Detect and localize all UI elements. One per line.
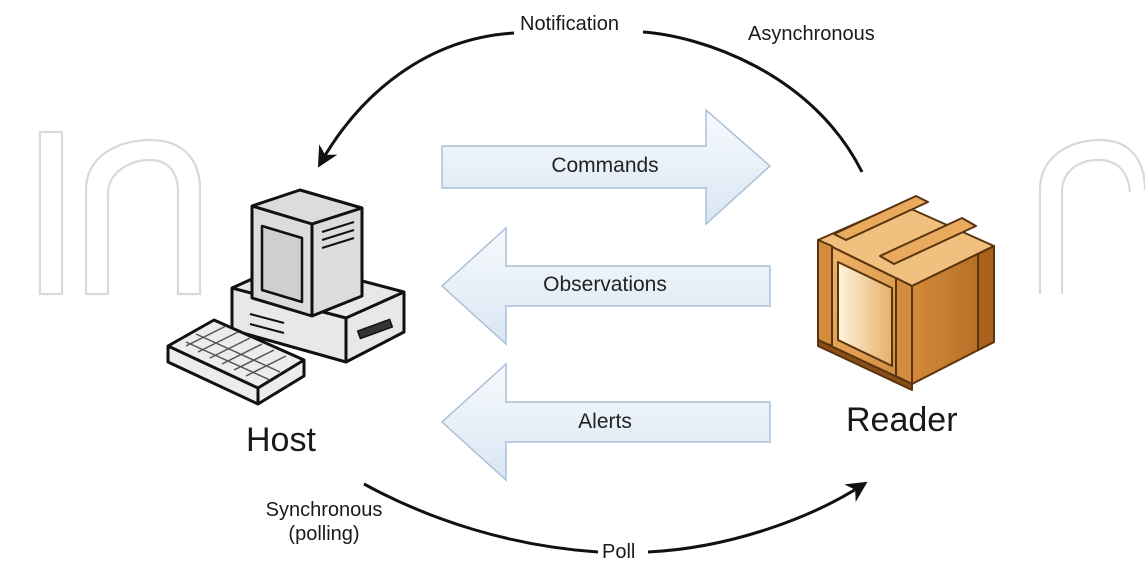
- synchronous-polling-label: Synchronous (polling): [265, 499, 383, 545]
- poll-curve-right: [647, 481, 868, 554]
- notification-curve-left: [317, 31, 515, 168]
- observations-label: Observations: [543, 273, 667, 296]
- notification-curve: [642, 30, 864, 173]
- desktop-computer-icon: [166, 188, 406, 406]
- observations-arrow: [440, 226, 771, 346]
- reader-label: Reader: [846, 401, 958, 439]
- commands-arrow: [441, 108, 772, 226]
- notification-label: Notification: [518, 12, 621, 36]
- poll-label: Poll: [600, 540, 638, 562]
- commands-label: Commands: [551, 154, 659, 177]
- host-label: Host: [246, 421, 316, 459]
- alerts-label: Alerts: [578, 410, 632, 433]
- wooden-crate-icon: [817, 195, 995, 391]
- poll-curve-left: [363, 482, 599, 554]
- alerts-arrow: [440, 362, 771, 482]
- watermark-logo: [38, 130, 1145, 296]
- asynchronous-label: Asynchronous: [748, 23, 875, 45]
